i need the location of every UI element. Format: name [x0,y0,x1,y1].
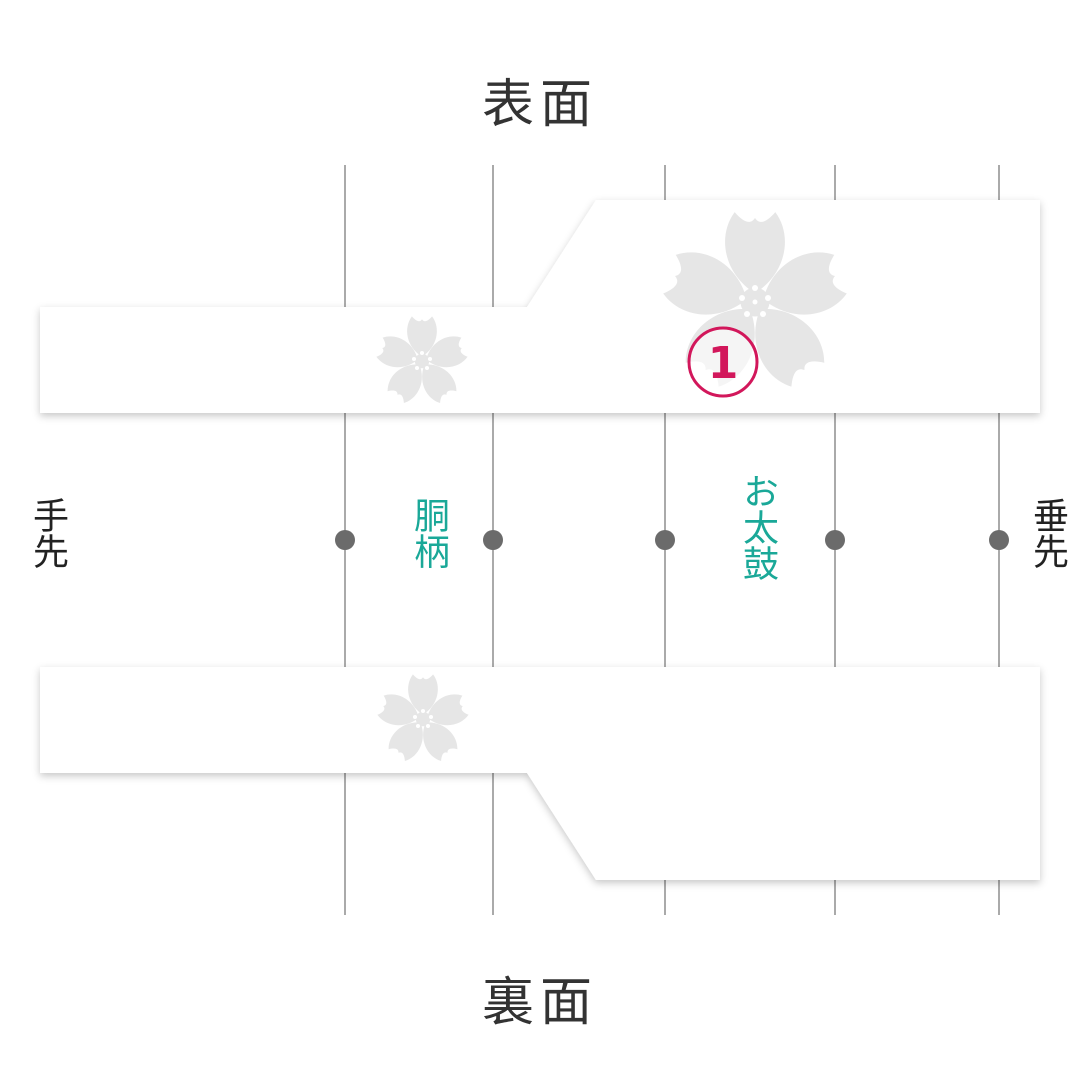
front-side-title: 表面 [481,75,598,135]
guide-dot [989,530,1009,550]
dou-gara-label: 胴柄 [408,497,449,569]
sakura-icon-front-dou [374,316,470,406]
sakura-stamen [412,285,771,728]
guide-dot [655,530,675,550]
otaiko-label: お太鼓 [737,473,778,581]
pattern-marker-1: 1 [687,326,759,398]
tesaki-label: 手先 [27,497,68,569]
pattern-marker-number: 1 [708,338,739,389]
taresaki-label: 垂先 [1027,497,1068,569]
guide-dot [483,530,503,550]
back-side-title: 裏面 [481,973,598,1033]
guide-dot [335,530,355,550]
guide-dot [825,530,845,550]
back-obi-shape [40,667,1040,880]
sakura-icon-back-dou [375,674,471,764]
front-obi-shape [40,200,1040,413]
